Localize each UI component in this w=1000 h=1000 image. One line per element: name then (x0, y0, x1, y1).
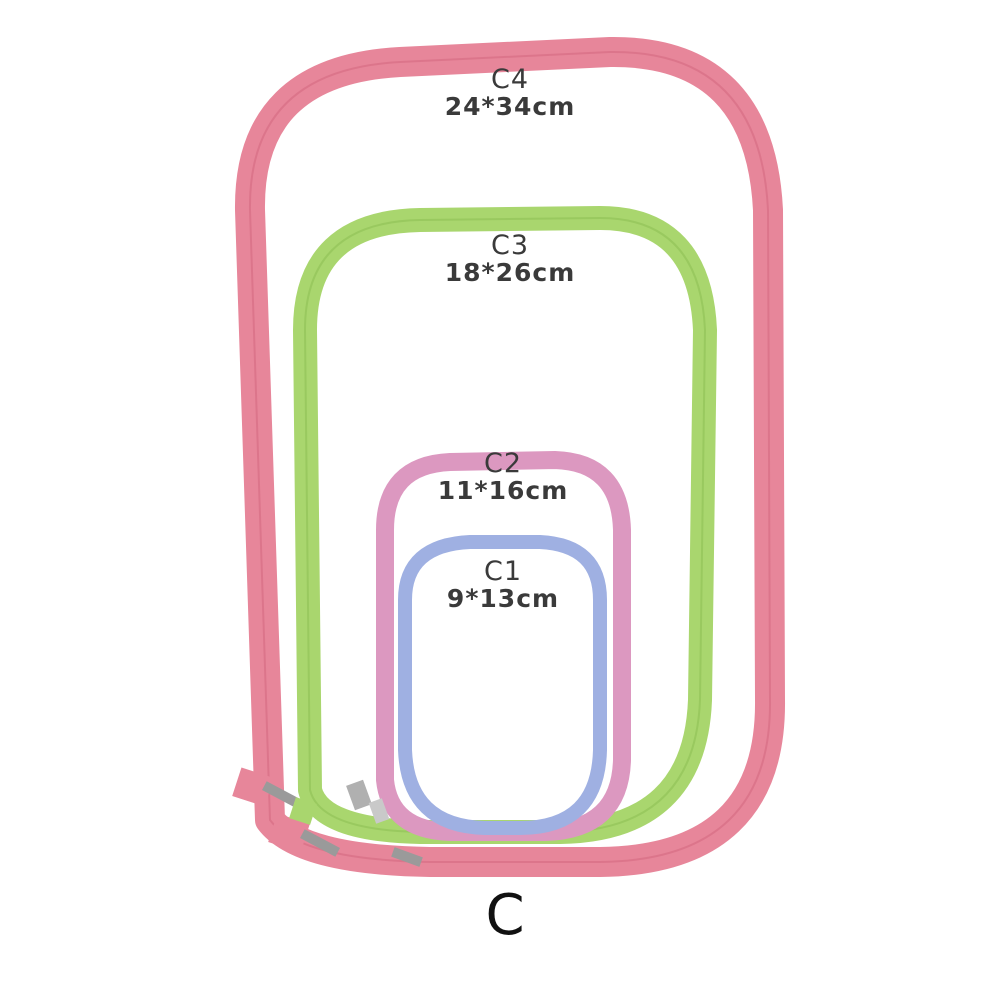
hoop-code-c3: C3 (490, 230, 530, 261)
hoop-label-c1: C1 9*13cm (446, 556, 560, 614)
hoop-code-c4: C4 (490, 64, 530, 95)
hoop-code-c1: C1 (483, 556, 523, 587)
hoop-size-c4: 24*34cm (444, 92, 576, 122)
hoop-clamps (232, 767, 423, 867)
hoop-c2 (376, 451, 631, 841)
hoop-label-c2: C2 11*16cm (437, 448, 569, 506)
hoop-c4 (234, 36, 786, 877)
hoop-code-c2: C2 (483, 448, 523, 479)
hoop-size-c3: 18*26cm (444, 258, 576, 288)
set-letter: C (485, 883, 525, 948)
hoop-c3 (293, 206, 717, 844)
hoop-c1 (398, 535, 607, 835)
hoop-size-c1: 9*13cm (446, 584, 560, 614)
hoop-label-c4: C4 24*34cm (444, 64, 576, 122)
hoop-size-c2: 11*16cm (437, 476, 569, 506)
hoop-label-c3: C3 18*26cm (444, 230, 576, 288)
